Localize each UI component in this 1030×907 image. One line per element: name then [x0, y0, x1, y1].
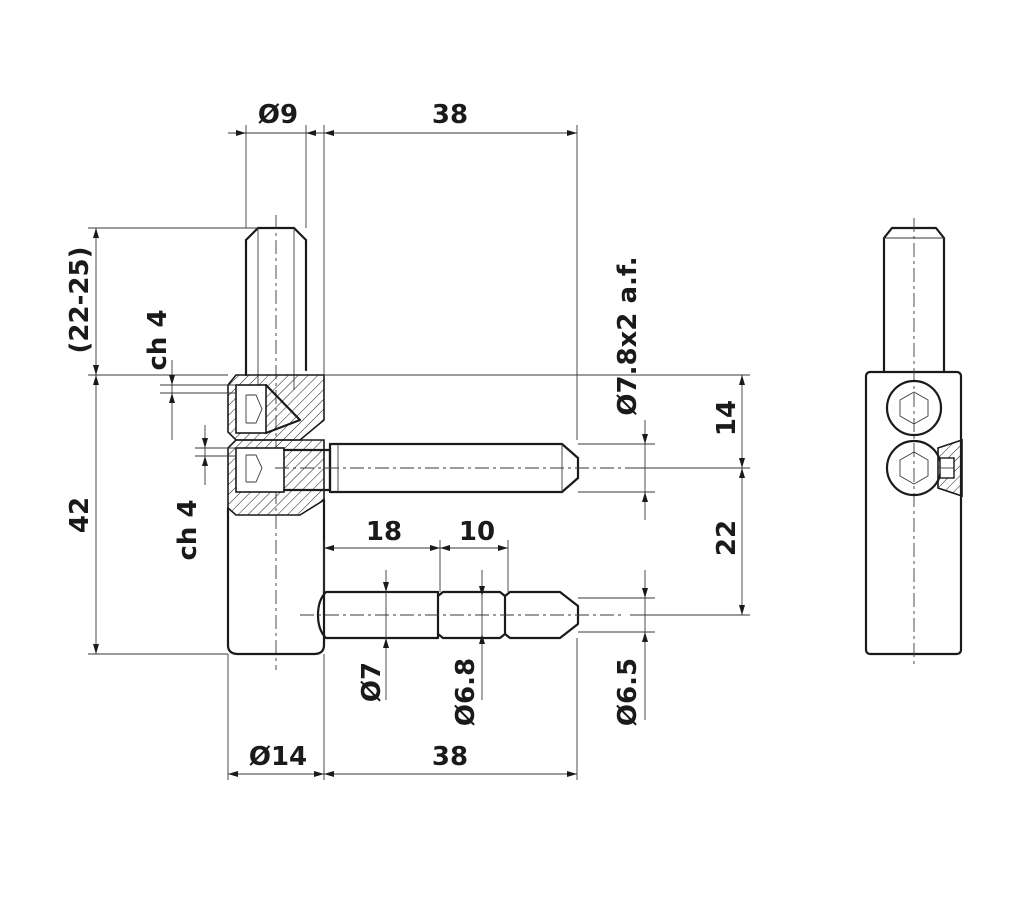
side-pin: [882, 226, 946, 374]
body-cylinder: [226, 498, 326, 656]
label-chamfer-bottom: ch 4: [173, 499, 203, 560]
label-dia-b: Ø6.8: [451, 658, 481, 726]
label-dia-a: Ø7: [357, 662, 387, 702]
label-spacing-top: 14: [712, 400, 742, 436]
label-top-length: 38: [432, 100, 468, 130]
label-chamfer-top: ch 4: [143, 309, 173, 370]
label-dia-c: Ø6.5: [613, 658, 643, 726]
label-spacing-bottom: 22: [712, 520, 742, 556]
side-hex-top: [885, 379, 943, 437]
label-body-dia: Ø14: [249, 742, 307, 772]
side-view: [864, 218, 963, 668]
side-body: [864, 370, 963, 656]
front-view: [226, 215, 630, 670]
label-hex-key: Ø7.8x2 a.f.: [613, 256, 643, 415]
hex-socket-bottom: [235, 447, 285, 493]
label-pin-dia: Ø9: [258, 100, 298, 130]
lower-pin: [316, 590, 440, 640]
label-step-b: 10: [459, 517, 495, 547]
dimension-labels: Ø9 38 (22-25) ch 4 ch 4 42 Ø7.8x2 a.f. 1…: [65, 100, 742, 772]
label-step-a: 18: [366, 517, 402, 547]
label-adjust-range: (22-25): [65, 247, 95, 354]
dimension-lines: [88, 125, 750, 780]
label-body-height: 42: [65, 497, 95, 533]
hex-socket-top: [235, 384, 267, 434]
label-bottom-length: 38: [432, 742, 468, 772]
